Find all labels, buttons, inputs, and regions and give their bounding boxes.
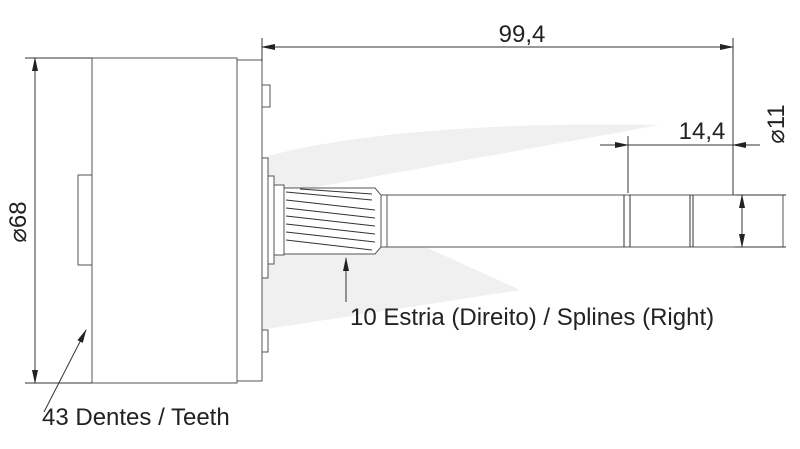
dimension-label-spline-length: 14,4 xyxy=(679,118,726,145)
annotation-teeth-label: 43 Dentes / Teeth xyxy=(42,404,230,431)
annotation-splines: 10 Estria (Direito) / Splines (Right) xyxy=(343,257,714,331)
pinion-gear xyxy=(283,187,388,255)
annotation-teeth: 43 Dentes / Teeth xyxy=(42,329,230,431)
dimension-overall-length: 99,4 xyxy=(261,21,734,195)
annotation-splines-label: 10 Estria (Direito) / Splines (Right) xyxy=(350,304,714,331)
dimension-label-body-diameter: ⌀68 xyxy=(5,201,32,242)
dimension-spline-length: 14,4 xyxy=(600,118,760,193)
starter-drive-body xyxy=(77,57,285,384)
dimension-body-diameter: ⌀68 xyxy=(5,57,92,384)
dimension-shaft-diameter: ⌀11 xyxy=(735,104,790,248)
watermark-logo xyxy=(168,124,660,330)
shaft xyxy=(386,194,784,248)
dimension-label-shaft-diameter: ⌀11 xyxy=(763,104,790,143)
dimension-label-overall-length: 99,4 xyxy=(499,21,546,48)
